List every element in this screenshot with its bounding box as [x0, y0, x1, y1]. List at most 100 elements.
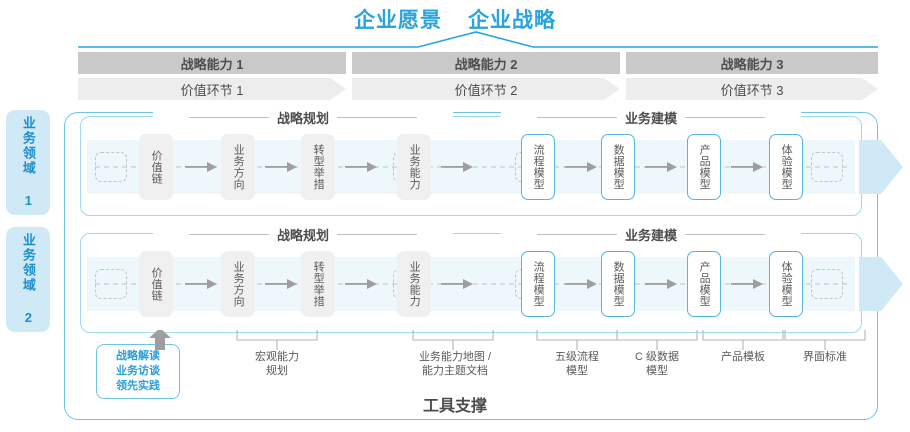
value-chain-cell-1: 价值环节 1 — [180, 82, 244, 98]
tool-label-line: 业务能力地图 / — [418, 351, 492, 363]
lane-1-section-label-modeling: 业务建模 — [624, 110, 677, 126]
diagram-title: 企业愿景 企业战略 — [0, 4, 910, 34]
node-business-capability[interactable]: 业务能力 — [397, 134, 431, 200]
section-rule-left — [536, 116, 617, 118]
title-peak-line — [78, 31, 878, 48]
arrow-icon — [345, 279, 377, 289]
node-label: 业务能力 — [408, 261, 421, 307]
title-strategy: 企业战略 — [468, 9, 556, 32]
tool-label-five-level-process-model: 五级流程 模型 — [527, 350, 627, 379]
tool-connector-brackets — [149, 330, 866, 350]
lane-1-section-strategy: 战略规划 — [153, 109, 453, 126]
title-vision: 企业愿景 — [354, 9, 442, 32]
capability-cell-1: 战略能力 1 — [78, 52, 346, 74]
node-business-direction[interactable]: 业务方向 — [221, 134, 255, 200]
section-rule-right — [337, 116, 417, 118]
arrow-icon — [345, 162, 377, 172]
capability-cell-2: 战略能力 2 — [352, 52, 620, 74]
lane-2-section-label-strategy: 战略规划 — [276, 227, 329, 243]
node-label: 价值链 — [150, 149, 163, 185]
lane-domain-2: 战略规划 业务建模 价值链 业务方向 转型举措 业务 — [80, 226, 903, 333]
tool-label-product-template: 产品模板 — [693, 350, 793, 364]
tool-label-capability-map-doc: 业务能力地图 / 能力主题文档 — [395, 350, 515, 379]
arrow-icon — [565, 162, 597, 172]
value-chain-bar-row: 价值环节 1 价值环节 2 价值环节 3 — [78, 78, 878, 100]
arrow-icon — [645, 162, 677, 172]
node-label: 业务方向 — [232, 144, 245, 190]
tool-label-line: 产品模板 — [721, 351, 765, 363]
arrow-icon — [731, 162, 763, 172]
tool-label-macro-capability-plan: 宏观能力 规划 — [227, 350, 327, 379]
node-value-chain[interactable]: 价值链 — [139, 134, 173, 200]
node-data-model[interactable]: 数据模型 — [601, 251, 635, 317]
arrow-icon — [265, 162, 297, 172]
node-label: 产品模型 — [698, 261, 711, 307]
node-label: 转型举措 — [312, 144, 325, 190]
placeholder-box — [811, 152, 843, 182]
node-product-model[interactable]: 产品模型 — [687, 251, 721, 317]
node-transformation-initiative[interactable]: 转型举措 — [301, 134, 335, 200]
node-label: 流程模型 — [532, 144, 545, 190]
node-label: 体验模型 — [780, 144, 793, 190]
arrow-icon — [731, 279, 763, 289]
node-label: 业务方向 — [232, 261, 245, 307]
tool-label-line: 业务访谈 — [116, 364, 160, 377]
capability-cell-3: 战略能力 3 — [626, 52, 878, 74]
node-label: 数据模型 — [612, 144, 625, 190]
arrow-icon — [185, 162, 217, 172]
tool-label-line: 战略解读 — [116, 350, 160, 362]
lane-1-arrow-tip — [859, 140, 903, 194]
section-rule-right — [685, 233, 765, 235]
tool-label-line: 模型 — [646, 365, 668, 378]
node-value-chain[interactable]: 价值链 — [139, 251, 173, 317]
tool-label-line: 模型 — [566, 365, 588, 378]
node-process-model[interactable]: 流程模型 — [521, 251, 555, 317]
value-chain-cell-3: 价值环节 3 — [720, 82, 784, 98]
node-experience-model[interactable]: 体验模型 — [769, 134, 803, 200]
placeholder-box — [811, 269, 843, 299]
node-label: 业务能力 — [408, 144, 421, 190]
arrow-icon — [441, 162, 473, 172]
node-business-capability[interactable]: 业务能力 — [397, 251, 431, 317]
sidebar-label-domain-1: 业务领域 1 — [20, 115, 36, 210]
sidebar-item-domain-2: 业务领域 2 — [6, 227, 50, 332]
tool-label-ui-standard: 界面标准 — [775, 350, 875, 364]
node-product-model[interactable]: 产品模型 — [687, 134, 721, 200]
lane-2-section-label-modeling: 业务建模 — [624, 227, 677, 243]
tool-label-line: 宏观能力 — [255, 351, 299, 363]
value-chain-chevrons — [78, 78, 878, 100]
tool-label-line: C 级数据 — [635, 351, 679, 363]
placeholder-box — [95, 152, 127, 182]
lane-1-section-label-strategy: 战略规划 — [276, 110, 329, 126]
tool-label-c-level-data-model: C 级数据 模型 — [607, 350, 707, 379]
tool-label-strategy-interpretation[interactable]: 战略解读 业务访谈 领先实践 — [96, 344, 180, 399]
section-rule-right — [337, 233, 417, 235]
tool-label-line: 能力主题文档 — [422, 365, 488, 378]
section-rule-left — [188, 116, 269, 118]
node-data-model[interactable]: 数据模型 — [601, 134, 635, 200]
lane-1-section-modeling: 业务建模 — [501, 109, 801, 126]
lane-2-section-strategy: 战略规划 — [153, 226, 453, 243]
node-experience-model[interactable]: 体验模型 — [769, 251, 803, 317]
section-rule-left — [188, 233, 269, 235]
node-process-model[interactable]: 流程模型 — [521, 134, 555, 200]
node-label: 体验模型 — [780, 261, 793, 307]
section-rule-right — [685, 116, 765, 118]
arrow-icon — [645, 279, 677, 289]
section-rule-left — [536, 233, 617, 235]
node-label: 流程模型 — [532, 261, 545, 307]
arrow-icon — [565, 279, 597, 289]
arrow-icon — [441, 279, 473, 289]
up-arrow-icon — [149, 330, 171, 350]
capability-bar-row: 战略能力 1 战略能力 2 战略能力 3 — [78, 52, 878, 74]
tool-label-line: 规划 — [266, 365, 288, 378]
node-business-direction[interactable]: 业务方向 — [221, 251, 255, 317]
node-transformation-initiative[interactable]: 转型举措 — [301, 251, 335, 317]
node-label: 转型举措 — [312, 261, 325, 307]
tool-label-line: 五级流程 — [555, 351, 599, 363]
node-label: 价值链 — [150, 266, 163, 302]
lane-domain-1: 战略规划 业务建模 价值链 业务方向 转型举措 — [80, 109, 903, 216]
arrow-icon — [185, 279, 217, 289]
value-chain-cell-2: 价值环节 2 — [454, 82, 518, 98]
